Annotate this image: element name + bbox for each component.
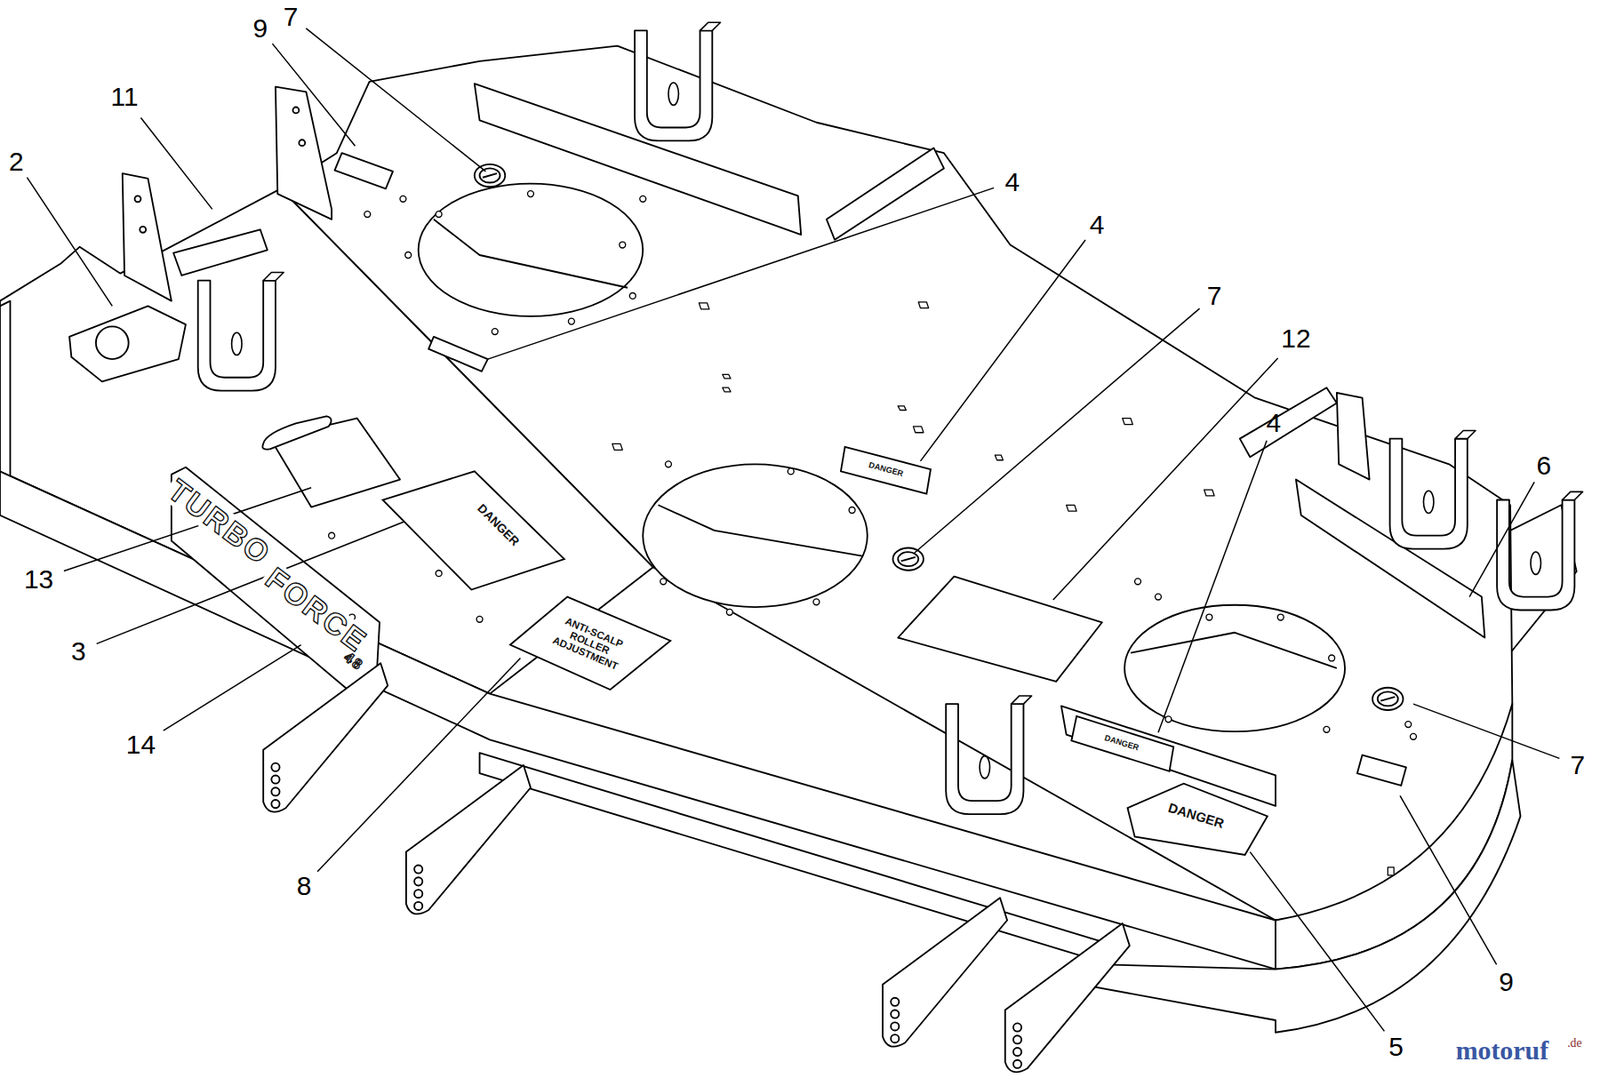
- callout-number: 9: [252, 15, 268, 42]
- leader-line: [163, 645, 302, 732]
- callout-number: 7: [1207, 282, 1223, 310]
- callout-number: 7: [283, 2, 299, 30]
- decal: DANGER: [1128, 784, 1268, 856]
- deck-top-plate: [280, 46, 1513, 921]
- mount-bracket: [1496, 491, 1583, 610]
- mount-bracket: [198, 272, 284, 392]
- decal: [1357, 755, 1407, 786]
- deck-corner: [1275, 704, 1512, 969]
- decal-outline: [510, 597, 671, 690]
- bolt-hole: [135, 195, 142, 202]
- callout-number: 2: [8, 147, 24, 175]
- leader-line: [914, 308, 1200, 553]
- mount-bracket: [1390, 430, 1476, 549]
- callout-number: 11: [111, 83, 139, 111]
- callout-number: 6: [1536, 452, 1552, 480]
- bolt-hole: [298, 139, 305, 146]
- leader-line: [488, 187, 994, 360]
- leader-line: [272, 43, 355, 146]
- slot: [262, 416, 331, 449]
- decal: ANTI-SCALP ROLLER ADJUSTMENT: [510, 597, 671, 690]
- decal-outline: [840, 447, 931, 495]
- bolt-cap: [474, 164, 505, 187]
- roller-bracket: [1005, 923, 1130, 1072]
- spindle-hole: [1124, 605, 1345, 732]
- hole-edge: [1130, 632, 1337, 669]
- bolt-cap: [893, 547, 924, 570]
- decal-outline: [1071, 716, 1174, 772]
- leader-line: [1400, 795, 1497, 965]
- square-marks: [612, 302, 1394, 876]
- mount-plate: [1336, 392, 1370, 480]
- leader-line: [1053, 358, 1279, 600]
- decal: DANGER: [383, 471, 565, 590]
- bolt-holes: [328, 191, 1417, 741]
- side-skirt: [0, 301, 10, 479]
- decal: DANGER: [840, 447, 931, 495]
- leader-line: [140, 118, 212, 210]
- leader-line: [1249, 852, 1384, 1032]
- mount-plate: [826, 147, 944, 240]
- callout-number: 5: [1388, 1033, 1404, 1061]
- callout-number: 7: [1570, 752, 1586, 779]
- callout-number: 4: [1265, 408, 1281, 436]
- leader-line: [317, 657, 520, 872]
- hole-edge: [433, 219, 628, 288]
- callout-number: 4: [1089, 211, 1105, 239]
- leader-line: [1158, 440, 1267, 734]
- roller-bracket: [406, 765, 531, 914]
- decal: [173, 229, 268, 276]
- decal: [897, 576, 1103, 682]
- callout-number: 9: [1498, 968, 1514, 995]
- callout-number: 13: [24, 566, 54, 593]
- watermark: motoruf: [1456, 1038, 1549, 1065]
- decal: [335, 152, 393, 189]
- decal-outline: [383, 471, 565, 590]
- mount-bracket: [634, 22, 720, 141]
- bolt-cap: [1372, 688, 1403, 711]
- mount-plate: [1240, 387, 1337, 457]
- mount-plate: [122, 173, 172, 302]
- callout-number: 3: [71, 638, 87, 665]
- callout-number: 14: [126, 731, 156, 759]
- decal-outline: [1128, 784, 1268, 856]
- spindle-hole: [418, 184, 644, 317]
- spindle-hole: [642, 464, 868, 608]
- callout-number: 4: [1005, 168, 1021, 195]
- hole-edge: [657, 504, 863, 556]
- bolt-hole: [292, 107, 299, 114]
- decal-shape: [383, 471, 565, 590]
- decal: [428, 336, 488, 372]
- bolt-hole: [139, 226, 146, 233]
- deck-lip: [1081, 760, 1521, 1033]
- decal: [69, 305, 186, 382]
- leader-line: [1469, 481, 1535, 597]
- mount-bracket: [945, 696, 1032, 815]
- leader-line: [26, 177, 112, 307]
- callout-number: 12: [1280, 325, 1311, 352]
- leader-line: [305, 28, 486, 172]
- watermark: .de: [1567, 1036, 1582, 1049]
- decal: DANGER: [1071, 716, 1174, 772]
- decal-circle: [96, 326, 129, 360]
- roller-bracket: [263, 663, 388, 812]
- callout-number: 8: [296, 872, 312, 900]
- roller-bracket: [882, 897, 1008, 1047]
- leader-line: [1413, 704, 1560, 759]
